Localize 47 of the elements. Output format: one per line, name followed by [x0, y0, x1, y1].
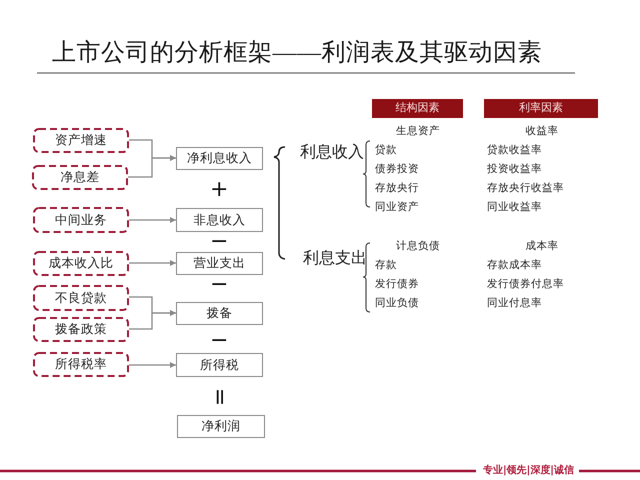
- table-text: 发行债券: [375, 280, 419, 290]
- table-text: 债券投资: [375, 164, 419, 175]
- table-text: 存款成本率: [487, 260, 542, 271]
- plus-sign: +: [210, 179, 228, 201]
- table-text: 贷款收益率: [487, 146, 542, 156]
- header-box: 结构因素: [372, 99, 463, 118]
- minus-sign: −: [210, 330, 228, 352]
- item-box: 拨备: [176, 302, 263, 325]
- column-header: 成本率: [526, 242, 558, 252]
- table-text: 同业收益率: [487, 202, 542, 213]
- footer-slogan: 专业|领先|深度|诚信: [483, 466, 574, 476]
- row-label: 利息收入: [300, 145, 364, 161]
- header-box: 利率因素: [484, 99, 598, 118]
- table-text: 同业负债: [375, 298, 419, 309]
- factor-box: 成本收入比: [33, 251, 129, 276]
- row-label: 利息支出: [303, 251, 367, 267]
- item-box: 非息收入: [176, 208, 263, 232]
- connector-arrow: [128, 155, 176, 178]
- item-box: 净利润: [177, 415, 265, 438]
- minus-sign: −: [210, 231, 228, 253]
- minus-sign: −: [210, 274, 228, 296]
- factor-box: 净息差: [32, 165, 128, 190]
- item-box: 净利息收入: [176, 147, 263, 170]
- table-text: 存款: [375, 260, 397, 271]
- factor-box: 不良贷款: [33, 285, 129, 311]
- column-header: 计息负债: [396, 242, 440, 252]
- table-text: 存放央行: [375, 184, 419, 194]
- item-box: 所得税: [176, 353, 263, 377]
- table-text: 存放央行收益率: [487, 184, 564, 194]
- table-text: 贷款: [375, 146, 397, 156]
- column-header: 生息资产: [396, 126, 440, 137]
- title: 上市公司的分析框架——利润表及其驱动因素: [52, 41, 542, 65]
- table-text: 同业资产: [375, 202, 419, 213]
- connector-arrow: [129, 310, 176, 330]
- item-box: 营业支出: [176, 252, 263, 275]
- connector-arrow: [129, 217, 176, 223]
- column-header: 收益率: [526, 126, 558, 137]
- factor-box: 资产增速: [33, 128, 129, 153]
- table-text: 投资收益率: [487, 164, 542, 175]
- equals-sign: =: [208, 388, 230, 406]
- connector-arrow: [129, 260, 176, 266]
- table-text: 发行债券付息率: [487, 280, 564, 290]
- factor-box: 所得税率: [33, 352, 129, 377]
- factor-box: 中间业务: [33, 207, 129, 233]
- connector-arrow: [129, 362, 176, 368]
- table-text: 同业付息率: [487, 298, 542, 309]
- factor-box: 拨备政策: [33, 317, 129, 342]
